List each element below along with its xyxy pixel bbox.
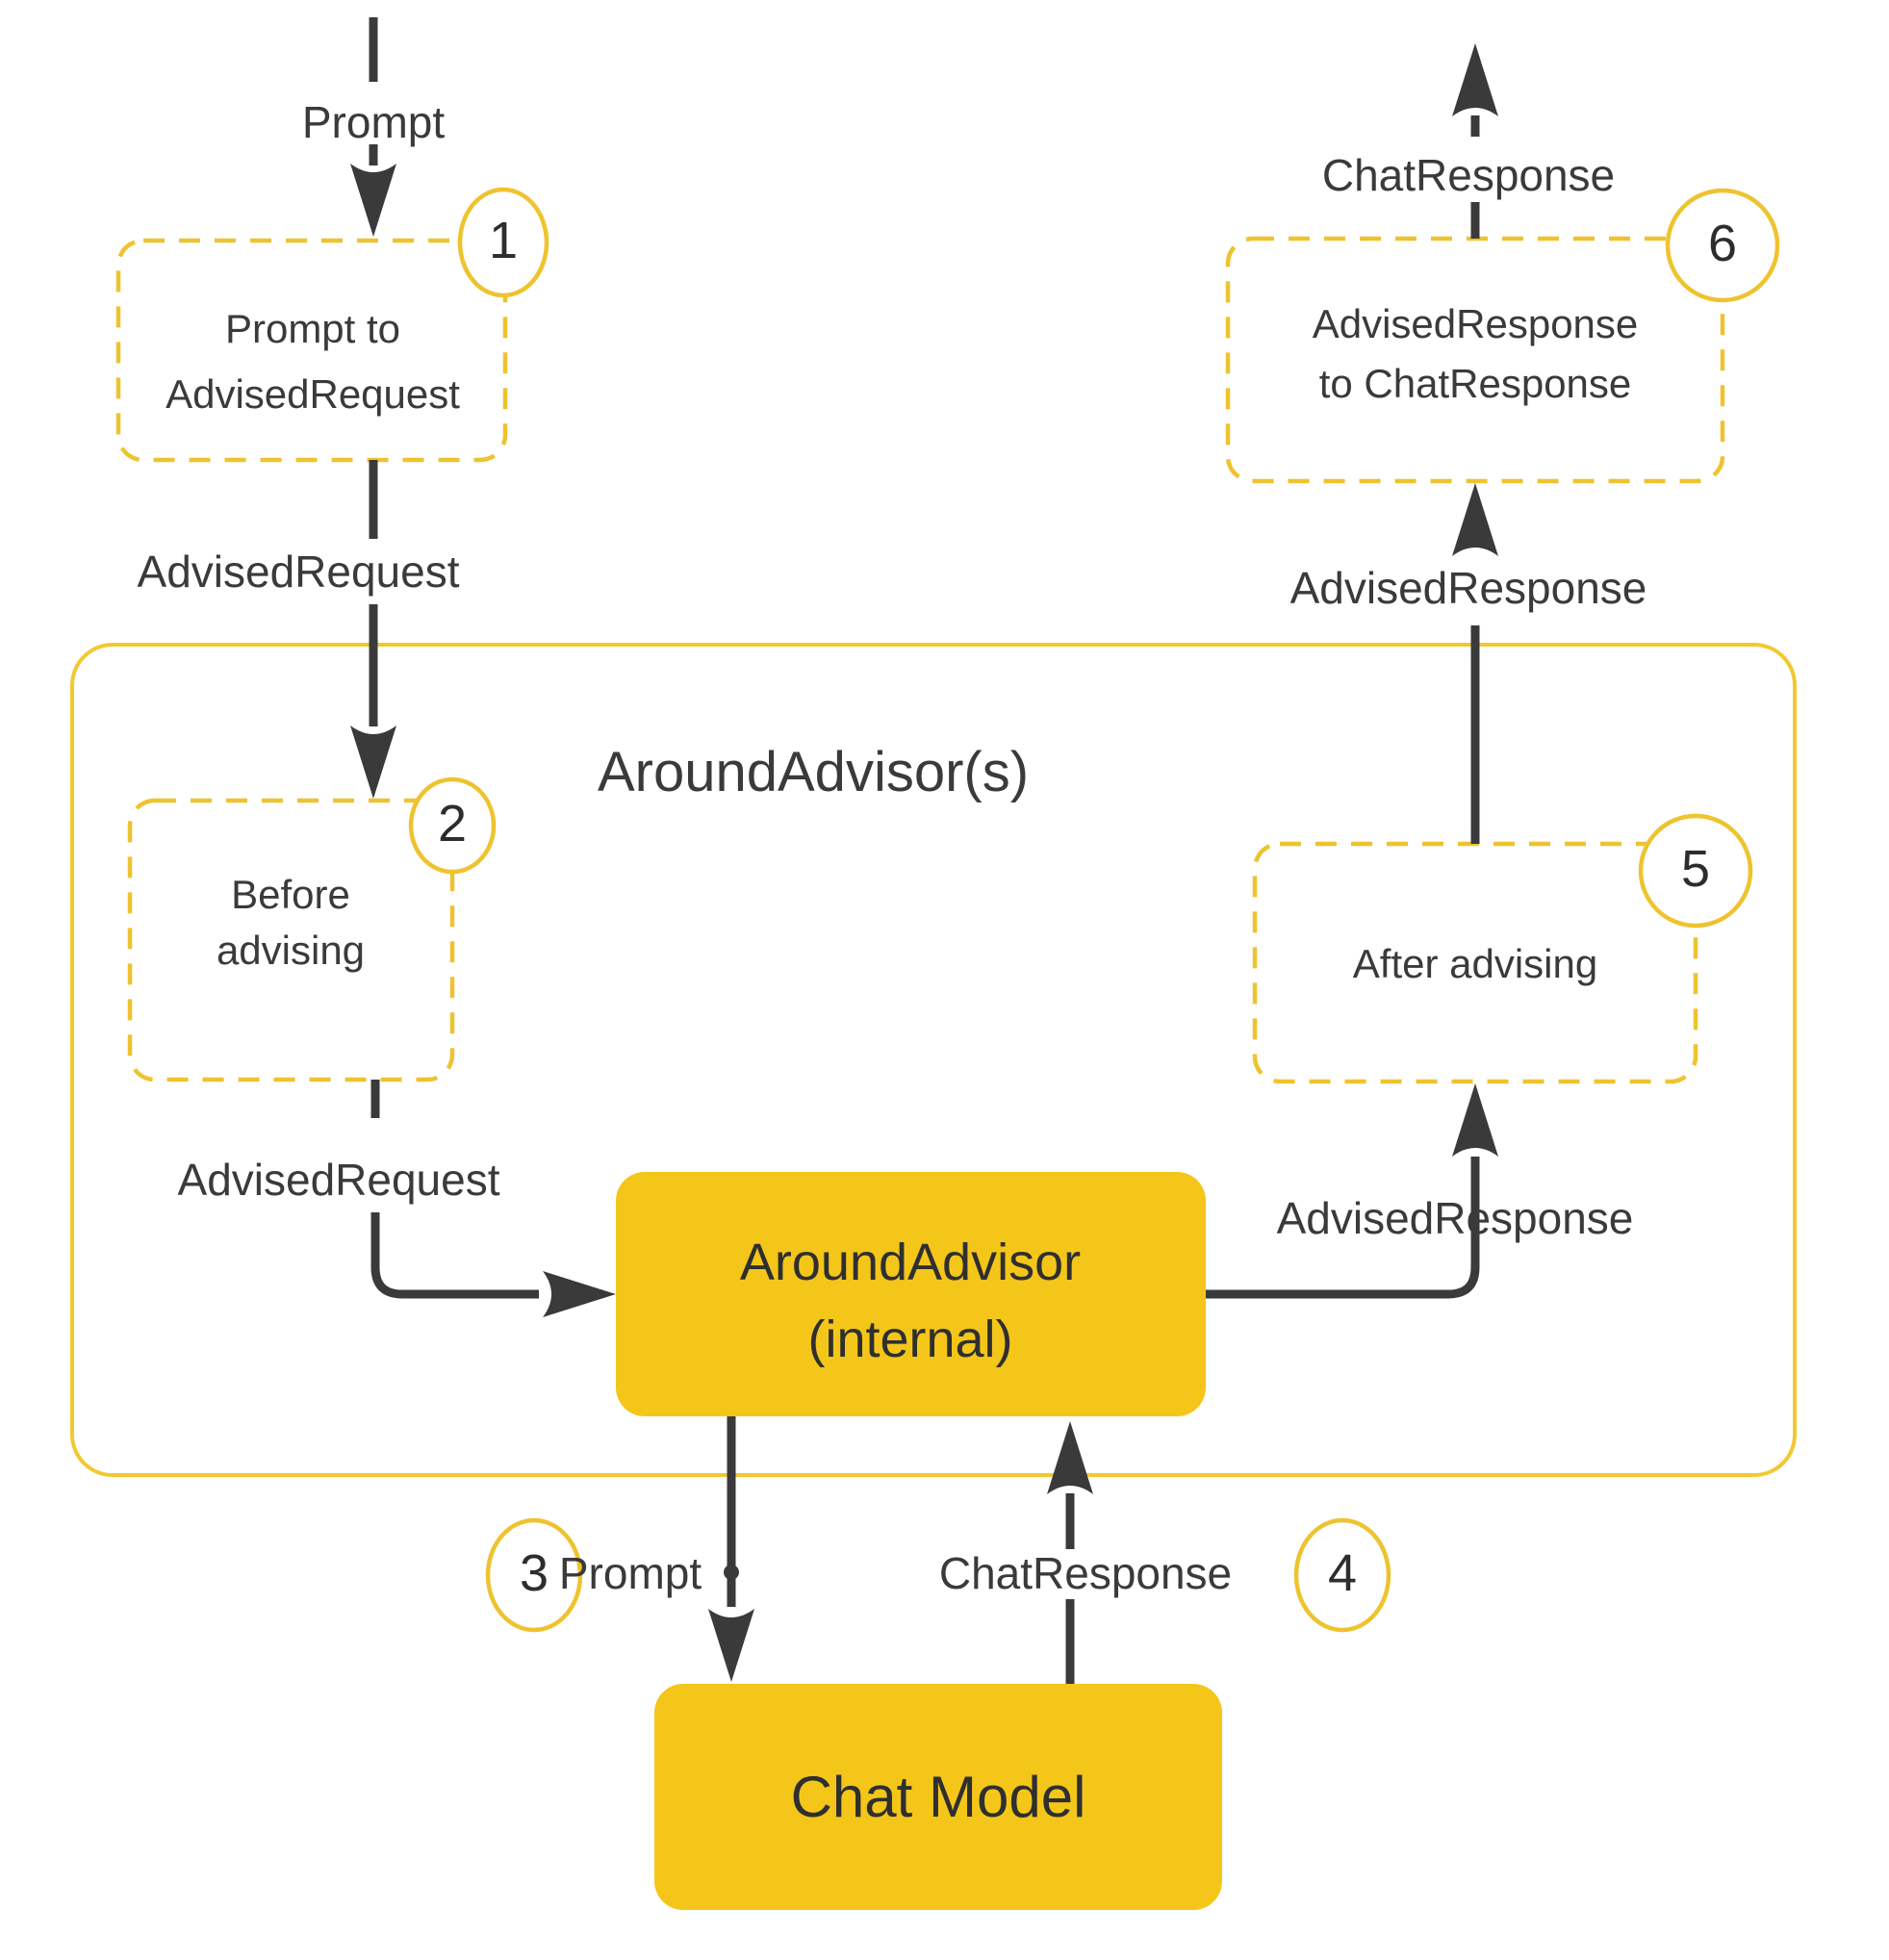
chatresponse-arrowhead-up [1452, 43, 1498, 116]
step2-box-text-line2: advising [216, 928, 366, 973]
step1-box-outline [115, 238, 508, 463]
step1-number-circle [457, 187, 549, 298]
advised-response-label-top: AdvisedResponse [1289, 563, 1647, 613]
prompt-top-label: Prompt [301, 97, 446, 147]
chat-response-label-bottom: ChatResponse [938, 1548, 1233, 1598]
around-advisors-title: AroundAdvisor(s) [597, 741, 1030, 803]
chat-response-label-top: ChatResponse [1321, 150, 1616, 200]
step6-number-circle [1665, 188, 1780, 303]
chat-model-box [654, 1684, 1222, 1910]
chat-model-text: Chat Model [790, 1765, 1086, 1829]
step5-number-circle [1638, 813, 1753, 929]
step1-box-text-line1: Prompt to [224, 306, 401, 351]
step6-box-outline [1225, 236, 1725, 484]
prompt-arrowhead-down [350, 164, 396, 237]
step6-box-text-line1: AdvisedResponse [1312, 301, 1639, 346]
step2-number: 2 [437, 795, 468, 853]
chatmodel-arrowhead-down [708, 1609, 754, 1682]
internal-arrowhead-up [1047, 1421, 1093, 1494]
step6-box-text-line2: to ChatResponse [1318, 361, 1632, 406]
step5-arrowhead-up [1452, 1083, 1498, 1157]
advised-request-label-1: AdvisedRequest [137, 547, 460, 597]
step5-box-text: After advising [1352, 941, 1598, 986]
internal-arrowhead-right [543, 1271, 616, 1317]
prompt-connector-dot [724, 1565, 739, 1580]
step4-number: 4 [1327, 1544, 1358, 1602]
step4-number-circle [1293, 1517, 1391, 1633]
step3-number: 3 [519, 1544, 549, 1602]
internal-box-text-line2: (internal) [807, 1311, 1013, 1368]
step1-number: 1 [488, 212, 519, 269]
step2-arrowhead-down [350, 725, 396, 799]
step6-arrowhead-up [1452, 483, 1498, 556]
advised-response-label-mid: AdvisedResponse [1276, 1193, 1634, 1243]
step6-number: 6 [1707, 215, 1738, 272]
step2-box-outline [127, 798, 455, 1082]
internal-to-step5-line [1206, 1157, 1480, 1299]
prompt-label-bottom: Prompt [558, 1548, 702, 1598]
step1-box-text-line2: AdvisedRequest [166, 371, 460, 417]
step2-number-circle [408, 776, 497, 875]
around-advisors-container-outline [70, 643, 1797, 1477]
around-advisor-internal-box [616, 1172, 1206, 1416]
step2-box-text-line1: Before [231, 872, 350, 917]
advised-request-label-2: AdvisedRequest [177, 1155, 500, 1205]
step3-number-circle [485, 1517, 583, 1633]
elbow-to-internal-line [370, 1212, 539, 1299]
internal-box-text-line1: AroundAdvisor [739, 1234, 1082, 1291]
step5-number: 5 [1680, 840, 1711, 898]
